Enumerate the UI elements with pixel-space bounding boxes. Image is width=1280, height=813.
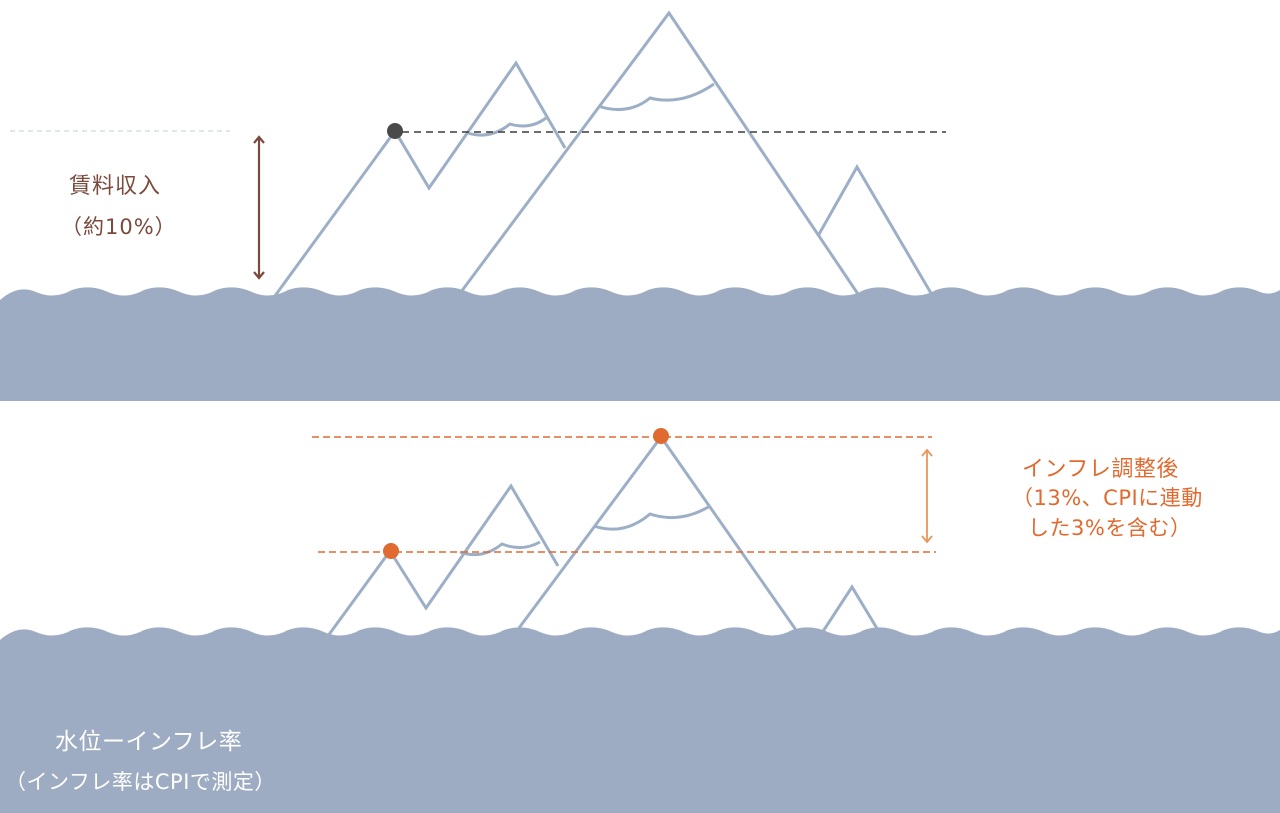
top-mountain-left-range (270, 60, 567, 301)
rental-income-title: 賃料収入 (69, 174, 162, 199)
bottom-lower-marker (383, 543, 399, 559)
top-mountain-small (816, 163, 937, 301)
inflation-adjusted-line3: した3%を含む） (1028, 516, 1192, 540)
bottom-mountains (323, 434, 886, 641)
top-income-marker (387, 123, 403, 139)
bottom-mountain-main (517, 434, 805, 641)
top-mountain-main (453, 10, 864, 301)
bottom-mountain-small (818, 584, 886, 641)
inflation-adjusted-title: インフレ調整後 (1022, 457, 1179, 482)
bottom-snow-cap-left (459, 540, 541, 557)
water-level-subtitle: （インフレ率はCPIで測定） (5, 770, 276, 794)
bottom-water (0, 627, 1280, 813)
bottom-panel (0, 428, 1280, 813)
bottom-upper-marker (653, 428, 669, 444)
bottom-snow-cap-main (593, 504, 711, 531)
top-mountains (270, 10, 937, 301)
top-panel (0, 10, 1280, 401)
top-snow-cap-main (597, 82, 715, 112)
bottom-mountain-left-range (323, 483, 560, 641)
rental-income-subtitle: （約10%） (61, 215, 177, 239)
top-water (0, 287, 1280, 401)
inflation-adjusted-line2: （13%、CPIに連動 (1012, 486, 1203, 510)
water-level-title: 水位ーインフレ率 (55, 729, 243, 755)
top-snow-cap-left (467, 116, 547, 137)
